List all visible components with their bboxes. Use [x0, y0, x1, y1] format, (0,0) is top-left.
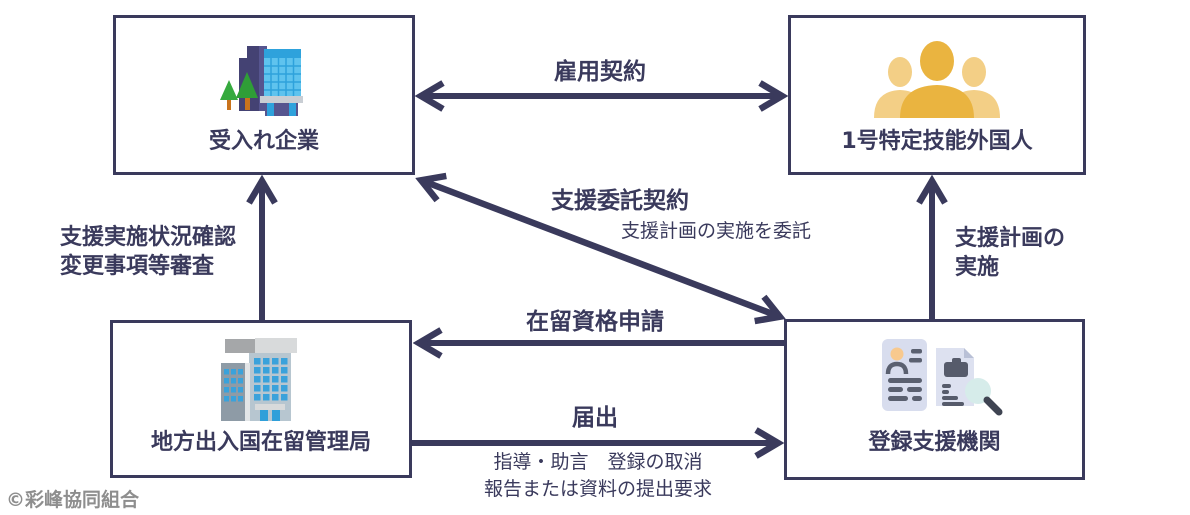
notification-label: 届出: [572, 405, 618, 431]
government-building-icon: [220, 338, 297, 421]
node-immigration-bureau: 地方出入国在留管理局: [110, 320, 412, 478]
node-label-support-org: 登録支援機関: [868, 430, 1001, 455]
node-label-accepting-company: 受入れ企業: [208, 129, 319, 154]
notification-sublabel-2: 報告または資料の提出要求: [483, 478, 713, 500]
employment-contract-label: 雇用契約: [554, 59, 646, 85]
office-building-icon: [220, 46, 303, 116]
resume-document-icon: [881, 339, 927, 411]
documents-icon: [881, 339, 1002, 416]
node-label-immigration-bureau: 地方出入国在留管理局: [150, 430, 371, 455]
node-support-org: 登録支援機関: [784, 319, 1085, 480]
support-consignment-sublabel: 支援計画の実施を委託: [620, 220, 812, 242]
support-plan-label-line2: 実施: [955, 255, 1000, 280]
people-icon: [874, 41, 1000, 118]
support-plan-label: 支援計画の 実施: [955, 224, 1065, 282]
support-plan-label-line1: 支援計画の: [955, 226, 1066, 251]
notification-sublabel-1: 指導・助言 登録の取消: [493, 451, 703, 473]
status-review-label-line1: 支援実施状況確認: [60, 225, 237, 250]
node-accepting-company: 受入れ企業: [113, 15, 415, 175]
support-consignment-label: 支援委託契約: [551, 188, 689, 214]
node-label-foreign-worker: 1号特定技能外国人: [841, 129, 1033, 154]
copyright-watermark: ©彩峰協同組合: [6, 489, 140, 511]
document-search-icon: [935, 348, 1002, 416]
status-review-label: 支援実施状況確認 変更事項等審査: [60, 223, 236, 281]
residence-application-label: 在留資格申請: [526, 309, 664, 335]
status-review-label-line2: 変更事項等審査: [60, 254, 215, 279]
node-foreign-worker: 1号特定技能外国人: [788, 15, 1086, 175]
